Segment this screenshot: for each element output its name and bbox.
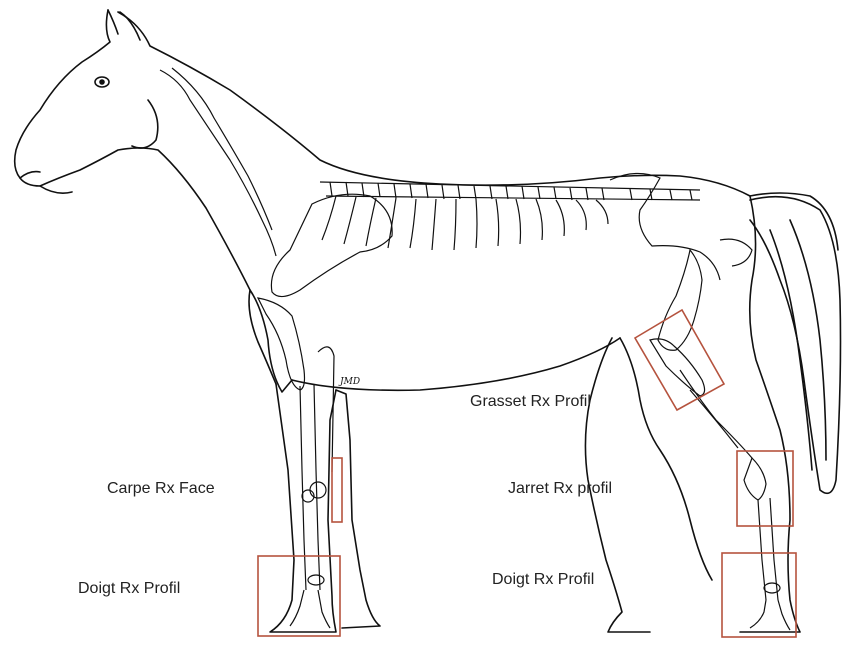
- vertebrae: [160, 68, 752, 280]
- grasset-label: Grasset Rx Profil: [470, 393, 591, 411]
- grasset-highlight-box: [635, 310, 724, 410]
- jarret-label: Jarret Rx profil: [508, 480, 612, 498]
- doigt-hind-highlight-box: [722, 553, 796, 637]
- doigt-front-label: Doigt Rx Profil: [78, 580, 180, 598]
- carpe-highlight-box: [332, 458, 342, 522]
- artist-signature: JMD: [340, 377, 360, 387]
- hind-limb-bones: [650, 250, 790, 630]
- doigt-hind-label: Doigt Rx Profil: [492, 571, 594, 589]
- front-limb-bones: [258, 194, 392, 628]
- carpe-label: Carpe Rx Face: [107, 480, 215, 498]
- horse-outline: [15, 10, 841, 632]
